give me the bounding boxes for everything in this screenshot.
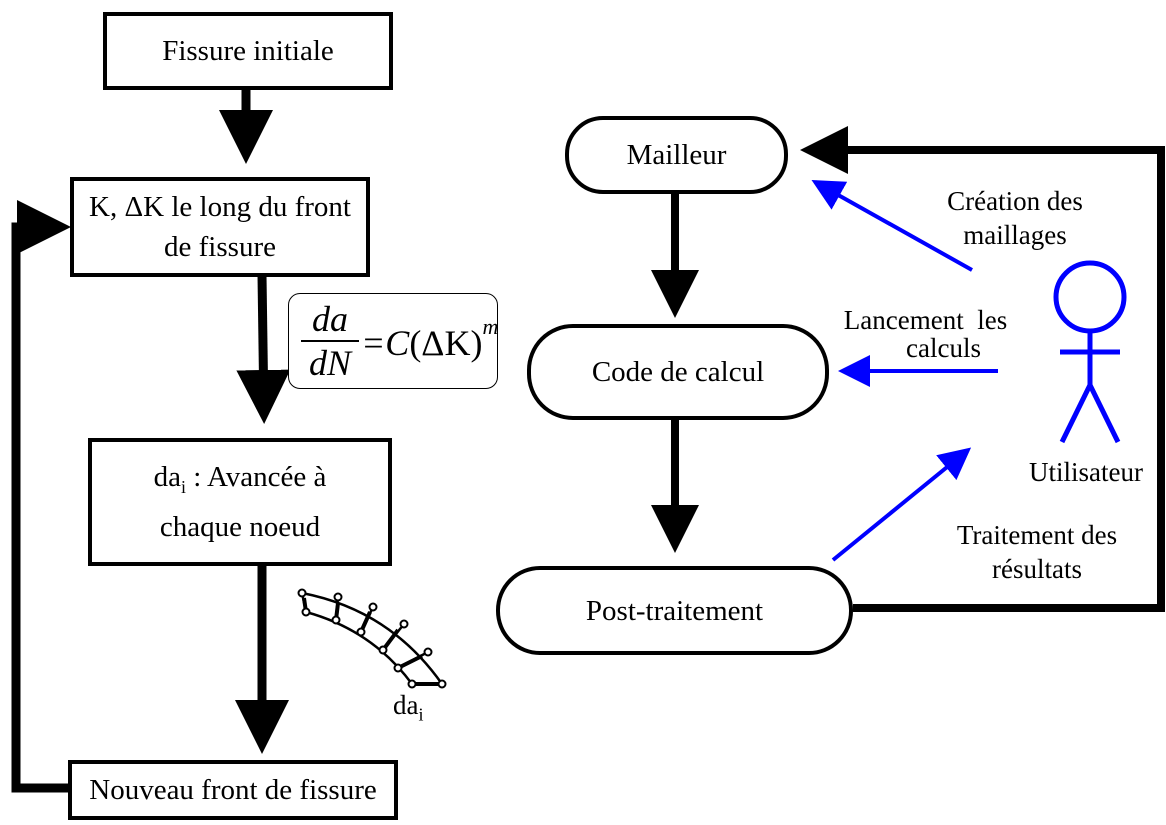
- advance-subscript: i: [181, 476, 187, 497]
- formula-numerator: da: [301, 298, 359, 342]
- results-label: Traitement des résultats: [930, 518, 1144, 586]
- new-front-box: Nouveau front de fissure: [68, 760, 398, 820]
- advance-label: dai : Avancée à chaque noeud: [154, 457, 327, 547]
- postproc-label: Post-traitement: [585, 594, 764, 627]
- launch-line2: calculs: [906, 333, 981, 363]
- mesher-node: Mailleur: [565, 116, 788, 194]
- results-line1: Traitement des: [956, 520, 1118, 550]
- arrow-sif-to-advance: [236, 274, 291, 424]
- formula-rhs: =C(ΔK)m: [361, 314, 498, 364]
- feedback-loop-line: [11, 200, 71, 793]
- paris-law-formula: da dN =C(ΔK)m: [288, 293, 498, 389]
- crack-sketch-label: dai: [393, 690, 424, 725]
- launch-line1: Lancement les: [843, 305, 1008, 335]
- formula-rhs-prefix: =C: [361, 323, 410, 363]
- new-front-label: Nouveau front de fissure: [89, 774, 377, 806]
- formula-denominator: dN: [308, 343, 351, 383]
- sif-label-line2: de fissure: [164, 231, 276, 263]
- sif-label: K, ΔK le long du front de fissure: [89, 187, 351, 267]
- mesh-creation-line1: Création des: [947, 186, 1083, 216]
- crack-front-sketch-icon: [297, 588, 447, 689]
- results-line2: résultats: [992, 554, 1082, 584]
- arrow-postproc-to-user: [831, 447, 972, 562]
- initial-crack-label: Fissure initiale: [162, 35, 334, 67]
- formula-rhs-delta: (ΔK): [409, 323, 483, 363]
- crack-sketch-label-text: da: [393, 690, 419, 720]
- launch-label: Lancement les calculs: [818, 303, 1033, 363]
- arrow-user-to-mesher: [811, 180, 973, 272]
- loop-postproc-to-mesher-line: [800, 126, 1165, 612]
- mesher-label: Mailleur: [626, 139, 727, 171]
- advance-rest: : Avancée à: [186, 461, 327, 494]
- user-stick-figure-icon: [1053, 260, 1127, 444]
- mesh-creation-label: Création des maillages: [915, 184, 1115, 252]
- solver-label: Code de calcul: [591, 356, 765, 388]
- formula-fraction: da dN: [301, 298, 359, 384]
- postproc-node: Post-traitement: [496, 566, 853, 655]
- sif-label-line1: K, ΔK le long du front: [89, 191, 351, 223]
- advance-prefix: da: [153, 461, 181, 494]
- sif-box: K, ΔK le long du front de fissure: [70, 177, 370, 277]
- advance-label-line1: dai : Avancée à: [154, 457, 327, 507]
- advance-box: dai : Avancée à chaque noeud: [88, 438, 392, 566]
- formula-exponent: m: [482, 314, 499, 339]
- advance-label-line2: chaque noeud: [159, 510, 321, 543]
- solver-node: Code de calcul: [527, 324, 829, 420]
- crack-sketch-label-subscript: i: [418, 704, 424, 725]
- mesh-creation-line2: maillages: [963, 220, 1067, 250]
- initial-crack-box: Fissure initiale: [103, 12, 393, 90]
- user-label: Utilisateur: [1029, 457, 1143, 487]
